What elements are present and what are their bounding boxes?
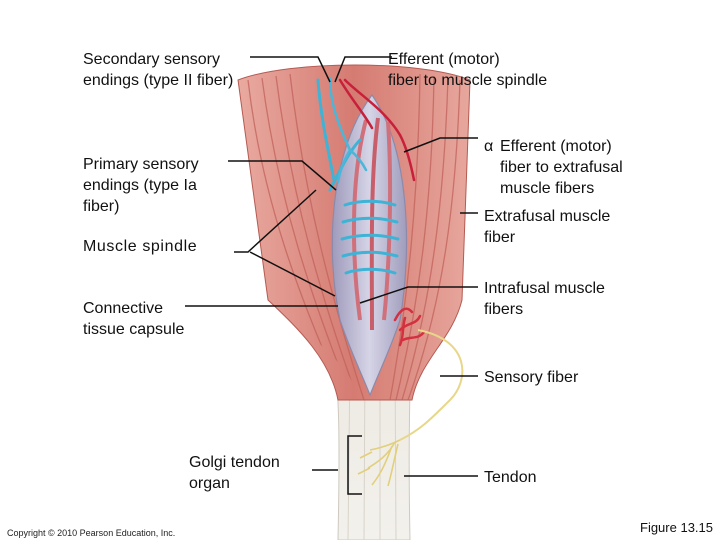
label-tendon: Tendon — [484, 469, 537, 486]
copyright-notice: Copyright © 2010 Pearson Education, Inc. — [7, 528, 176, 538]
label-golgi-tendon-organ: Golgi tendon organ — [189, 454, 280, 492]
leader-lines — [185, 56, 478, 477]
label-extrafusal-muscle-fiber: Extrafusal muscle fiber — [484, 208, 611, 246]
label-efferent-motor-spindle: Efferent (motor) fiber to muscle spindle — [388, 51, 548, 89]
label-alpha-efferent: Efferent (motor) fiber to extrafusal mus… — [500, 138, 623, 197]
label-sensory-fiber: Sensory fiber — [484, 369, 579, 386]
golgi-tendon-organ-endings — [357, 439, 401, 487]
secondary-sensory-endings — [328, 76, 368, 184]
connective-tissue-capsule — [331, 93, 408, 397]
golgi-bracket — [347, 435, 362, 495]
label-primary-sensory-endings: Primary sensory endings (type Ia fiber) — [83, 156, 199, 215]
primary-sensory-endings — [316, 78, 400, 275]
label-alpha-symbol: α — [484, 138, 494, 155]
efferent-motor-fibers — [338, 78, 416, 182]
figure-number: Figure 13.15 — [640, 520, 713, 535]
sensory-fiber — [399, 329, 464, 441]
label-muscle-spindle: Muscle spindle — [83, 238, 198, 255]
alpha-motor-branch — [393, 307, 426, 347]
label-intrafusal-muscle-fibers: Intrafusal muscle fibers — [484, 280, 605, 318]
label-connective-tissue-capsule: Connective tissue capsule — [83, 300, 185, 338]
label-secondary-sensory-endings: Secondary sensory endings (type II fiber… — [83, 51, 234, 89]
